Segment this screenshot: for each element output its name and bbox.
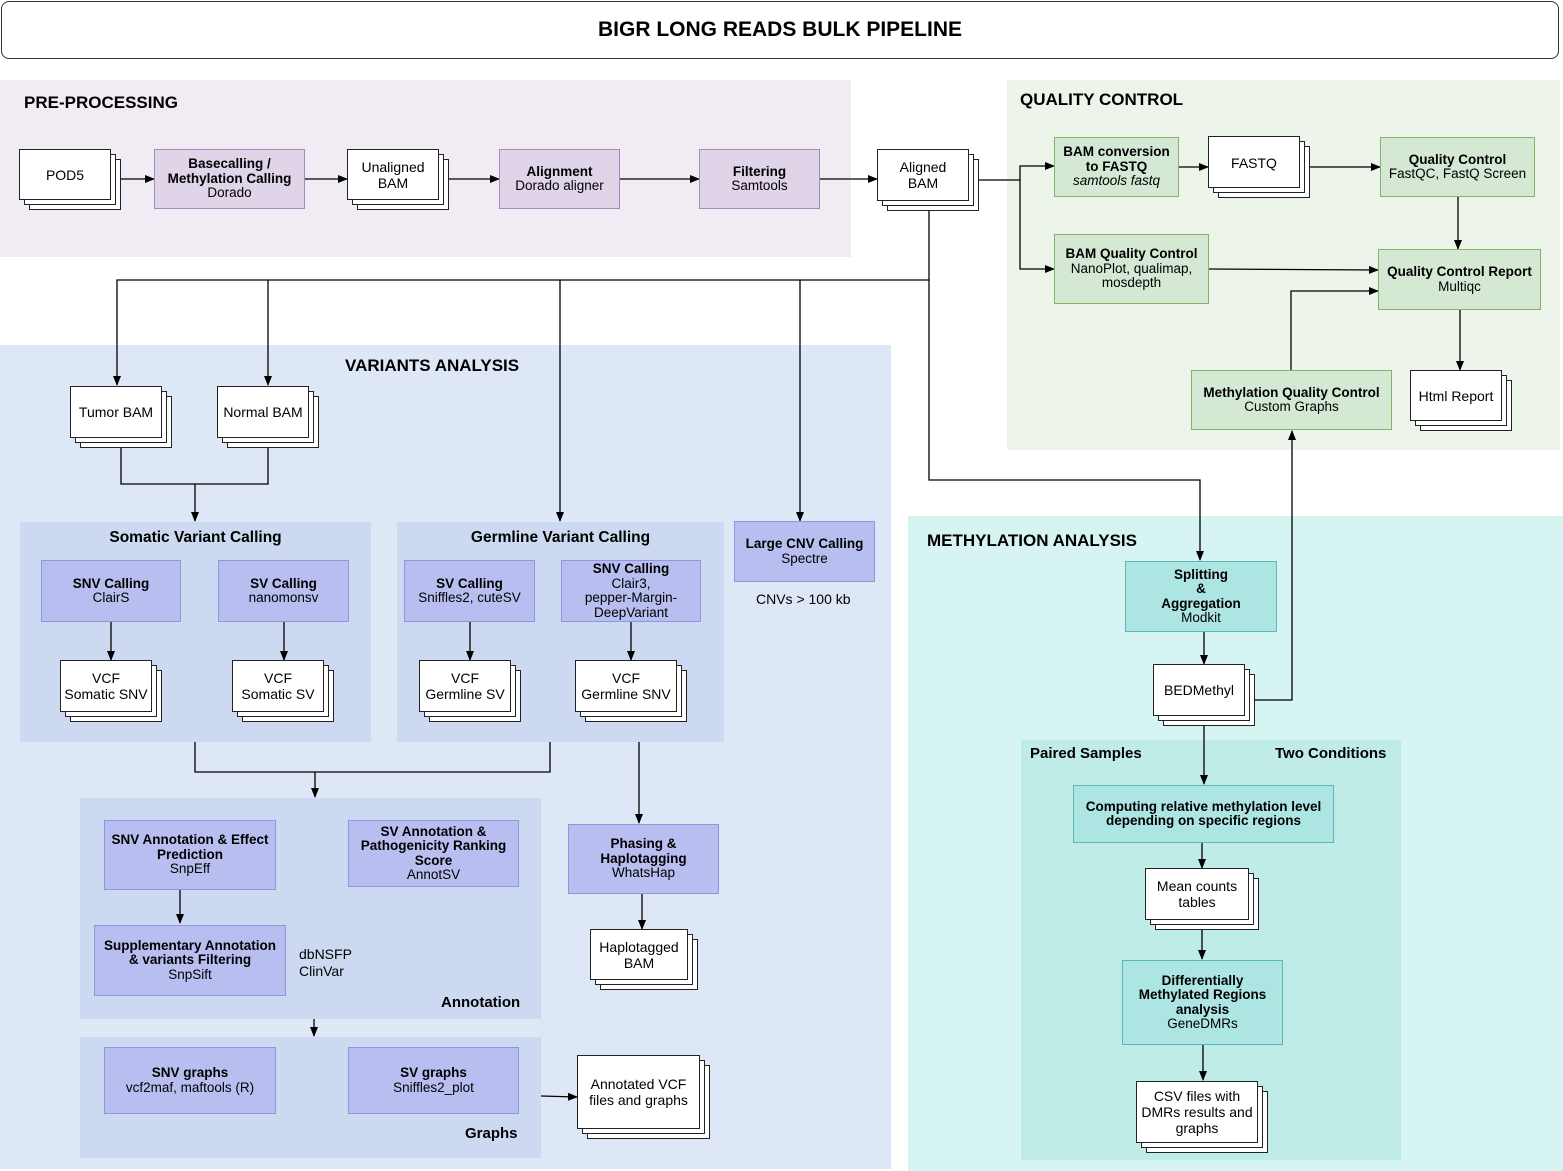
- somatic-snv-calling-process: SNV Calling ClairS: [41, 560, 181, 622]
- relative-methylation-process: Computing relative methylation level dep…: [1073, 785, 1334, 843]
- html-report-data: Html Report: [1410, 370, 1512, 431]
- dmr-analysis-process: Differentially Methylated Regions analys…: [1122, 960, 1283, 1045]
- filtering-process: Filtering Samtools: [699, 149, 820, 209]
- paired-samples-title: Paired Samples: [1030, 745, 1142, 762]
- snv-graphs-process: SNV graphs vcf2maf, maftools (R): [104, 1047, 276, 1114]
- alignment-process: Alignment Dorado aligner: [499, 149, 620, 209]
- sv-annotation-process: SV Annotation & Pathogenicity Ranking Sc…: [348, 820, 519, 887]
- sv-graphs-process: SV graphs Sniffles2_plot: [348, 1047, 519, 1114]
- clinvar-note: ClinVar: [299, 963, 344, 979]
- phasing-process: Phasing & Haplotagging WhatsHap: [568, 824, 719, 894]
- cnv-threshold-note: CNVs > 100 kb: [756, 591, 851, 607]
- splitting-aggregation-process: Splitting & Aggregation Modkit: [1125, 561, 1277, 632]
- somatic-group-title: Somatic Variant Calling: [109, 529, 282, 546]
- annotation-group-title: Annotation: [441, 994, 521, 1011]
- somatic-sv-calling-process: SV Calling nanomonsv: [218, 560, 349, 622]
- germline-sv-calling-process: SV Calling Sniffles2, cuteSV: [404, 560, 535, 622]
- preprocessing-title: PRE-PROCESSING: [24, 93, 178, 112]
- two-conditions-title: Two Conditions: [1275, 745, 1387, 762]
- tumor-bam-data: Tumor BAM: [70, 386, 172, 448]
- dbnsfp-note: dbNSFP: [299, 946, 352, 962]
- methylation-qc-process: Methylation Quality Control Custom Graph…: [1191, 370, 1392, 430]
- basecalling-process: Basecalling / Methylation Calling Dorado: [154, 149, 305, 209]
- quality-control-process: Quality Control FastQC, FastQ Screen: [1380, 137, 1535, 197]
- large-cnv-calling-process: Large CNV Calling Spectre: [734, 521, 875, 582]
- germline-snv-calling-process: SNV Calling Clair3, pepper-Margin- DeepV…: [561, 560, 701, 622]
- bam-qc-process: BAM Quality Control NanoPlot, qualimap, …: [1054, 234, 1209, 304]
- snv-annotation-process: SNV Annotation & Effect Prediction SnpEf…: [104, 820, 276, 890]
- pipeline-title: BIGR LONG READS BULK PIPELINE: [597, 18, 963, 41]
- graphs-group-title: Graphs: [465, 1125, 518, 1142]
- germline-group-title: Germline Variant Calling: [470, 529, 651, 546]
- pod5-data: POD5: [19, 149, 121, 210]
- variants-section: [0, 345, 891, 1169]
- qc-report-process: Quality Control Report Multiqc: [1378, 249, 1541, 310]
- normal-bam-data: Normal BAM: [217, 386, 319, 448]
- supplementary-annotation-process: Supplementary Annotation & variants Filt…: [94, 925, 286, 996]
- bedmethyl-data: BEDMethyl: [1153, 664, 1255, 726]
- variants-title: VARIANTS ANALYSIS: [345, 356, 520, 375]
- methylation-title: METHYLATION ANALYSIS: [927, 531, 1137, 550]
- bam-to-fastq-process: BAM conversion to FASTQ samtools fastq: [1054, 137, 1179, 197]
- title-bar: BIGR LONG READS BULK PIPELINE: [1, 1, 1559, 59]
- fastq-data: FASTQ: [1208, 136, 1310, 198]
- quality-control-title: QUALITY CONTROL: [1020, 90, 1184, 109]
